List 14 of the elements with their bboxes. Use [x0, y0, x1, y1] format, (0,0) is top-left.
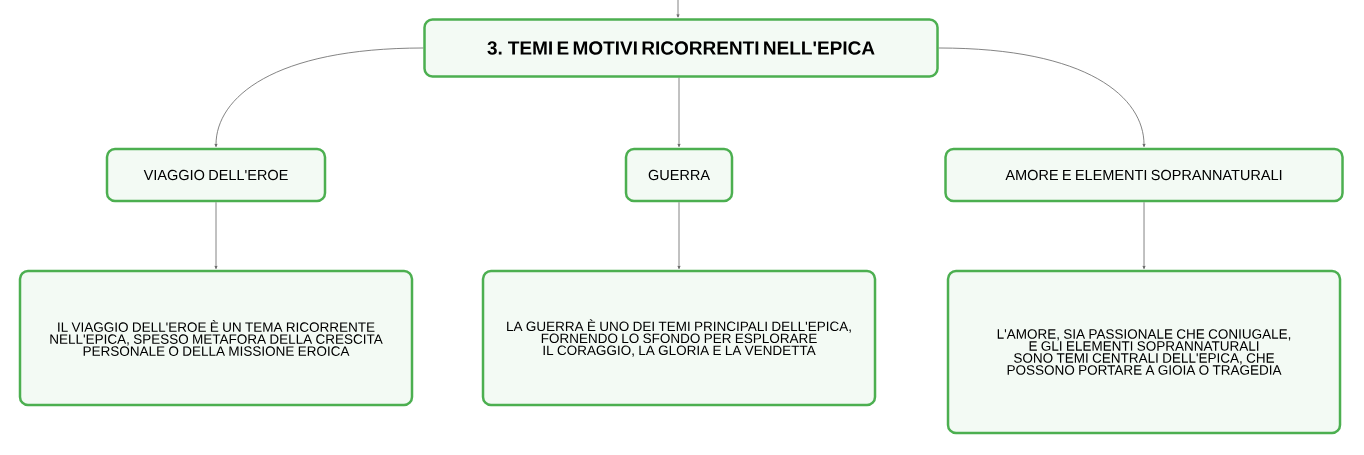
arrow — [214, 47, 424, 148]
arrow — [677, 77, 681, 148]
arrow — [676, 0, 680, 18]
arrow — [1142, 201, 1146, 270]
arrow — [938, 47, 1146, 148]
arrow — [677, 201, 681, 270]
description-box: LA GUERRA È UNO DEI TEMI PRINCIPALI DELL'EPICA, FORNENDO LO SFONDO PER ESPLORARE IL CORAGGIO, LA GLORIA E LA VENDETTA — [481, 269, 877, 407]
topic-box: VIAGGIO DELL'EROE — [105, 147, 327, 203]
description-box: IL VIAGGIO DELL'EROE È UN TEMA RICORRENTE NELL'EPICA, SPESSO METAFORA DELLA CRESCITA PERSONALE O DELLA MISSIONE EROICA — [18, 269, 414, 407]
title-box: 3. TEMI E MOTIVI RICORRENTI NELL'EPICA — [423, 18, 939, 78]
topic-box: AMORE E ELEMENTI SOPRANNATURALI — [944, 147, 1344, 203]
description-box: L'AMORE, SIA PASSIONALE CHE CONIUGALE, E GLI ELEMENTI SOPRANNATURALI SONO TEMI CENTRALI DELL'EPICA, CHE POSSONO PORTARE A GIOIA O TRAGEDIA — [946, 269, 1342, 435]
arrow — [214, 201, 218, 270]
topic-box: GUERRA — [624, 147, 734, 203]
